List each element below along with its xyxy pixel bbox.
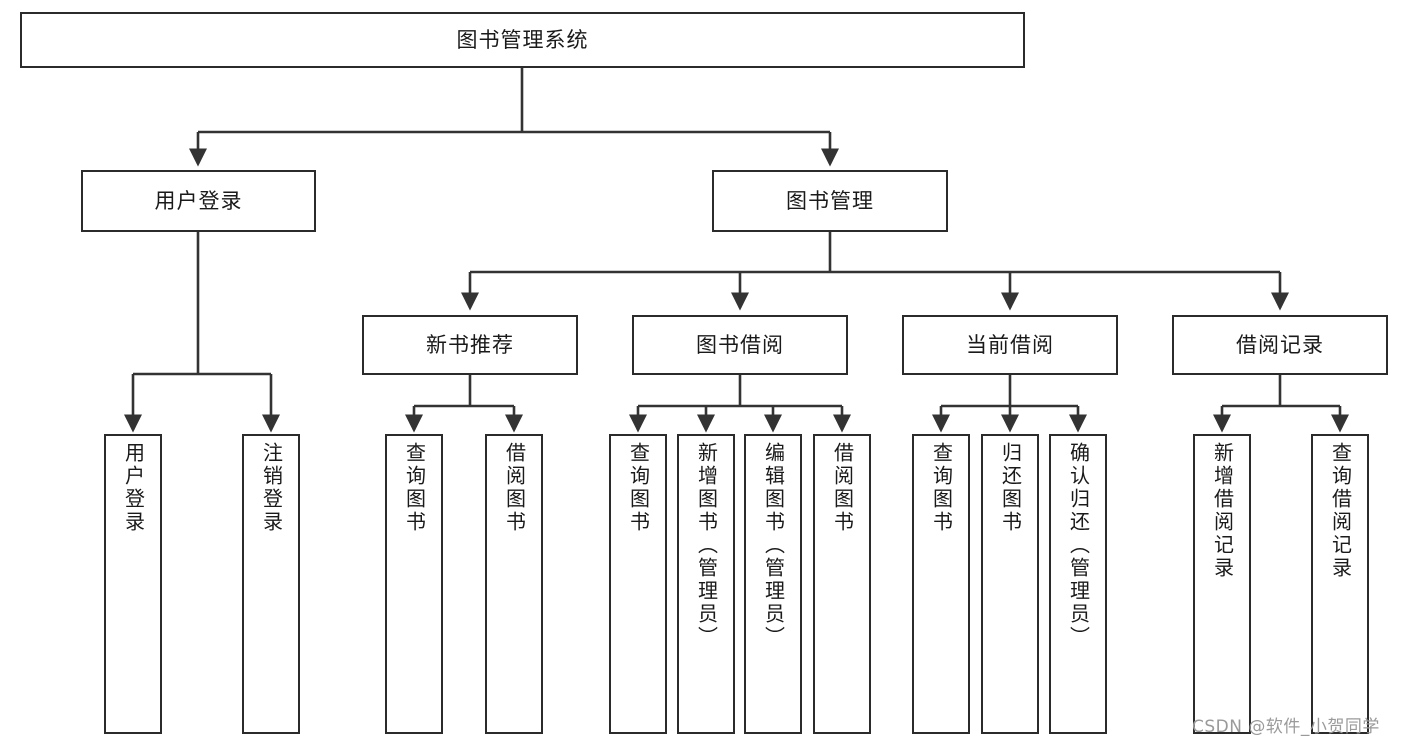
node-label: 查询图书 [402, 442, 427, 534]
node-label: 新书推荐 [426, 332, 514, 357]
leaf-add-borrow-record[interactable]: 新增借阅记录 [1193, 434, 1251, 734]
leaf-edit-book-admin[interactable]: 编辑图书（管理员） [744, 434, 802, 734]
node-label: 借阅记录 [1236, 332, 1324, 357]
node-label: 用户登录 [154, 188, 243, 213]
leaf-query-books-borrow[interactable]: 查询图书 [609, 434, 667, 734]
leaf-confirm-return-admin[interactable]: 确认归还（管理员） [1049, 434, 1107, 734]
leaf-query-books-current[interactable]: 查询图书 [912, 434, 970, 734]
node-label: 编辑图书（管理员） [761, 442, 786, 649]
leaf-add-book-admin[interactable]: 新增图书（管理员） [677, 434, 735, 734]
node-book-management[interactable]: 图书管理 [712, 170, 948, 232]
node-label: 新增借阅记录 [1210, 442, 1235, 580]
node-label: 用户登录 [121, 442, 146, 534]
node-label: 查询图书 [929, 442, 954, 534]
node-label: 注销登录 [259, 442, 284, 534]
node-label: 当前借阅 [966, 332, 1054, 357]
node-new-book-recommendation[interactable]: 新书推荐 [362, 315, 578, 375]
leaf-borrow-books-recommend[interactable]: 借阅图书 [485, 434, 543, 734]
node-book-borrowing[interactable]: 图书借阅 [632, 315, 848, 375]
node-label: 借阅图书 [502, 442, 527, 534]
node-label: 确认归还（管理员） [1066, 442, 1091, 649]
leaf-logout[interactable]: 注销登录 [242, 434, 300, 734]
leaf-return-books[interactable]: 归还图书 [981, 434, 1039, 734]
node-borrow-records[interactable]: 借阅记录 [1172, 315, 1388, 375]
node-label: 归还图书 [998, 442, 1023, 534]
leaf-borrow-books[interactable]: 借阅图书 [813, 434, 871, 734]
node-root-book-management-system[interactable]: 图书管理系统 [20, 12, 1025, 68]
node-label: 图书借阅 [696, 332, 784, 357]
leaf-user-login[interactable]: 用户登录 [104, 434, 162, 734]
node-user-login[interactable]: 用户登录 [81, 170, 316, 232]
node-label: 查询借阅记录 [1328, 442, 1353, 580]
node-current-borrowing[interactable]: 当前借阅 [902, 315, 1118, 375]
node-label: 图书管理 [786, 188, 874, 213]
node-label: 借阅图书 [830, 442, 855, 534]
node-label: 查询图书 [626, 442, 651, 534]
leaf-query-borrow-record[interactable]: 查询借阅记录 [1311, 434, 1369, 734]
leaf-query-books-recommend[interactable]: 查询图书 [385, 434, 443, 734]
node-label: 图书管理系统 [456, 27, 589, 52]
node-label: 新增图书（管理员） [694, 442, 719, 649]
